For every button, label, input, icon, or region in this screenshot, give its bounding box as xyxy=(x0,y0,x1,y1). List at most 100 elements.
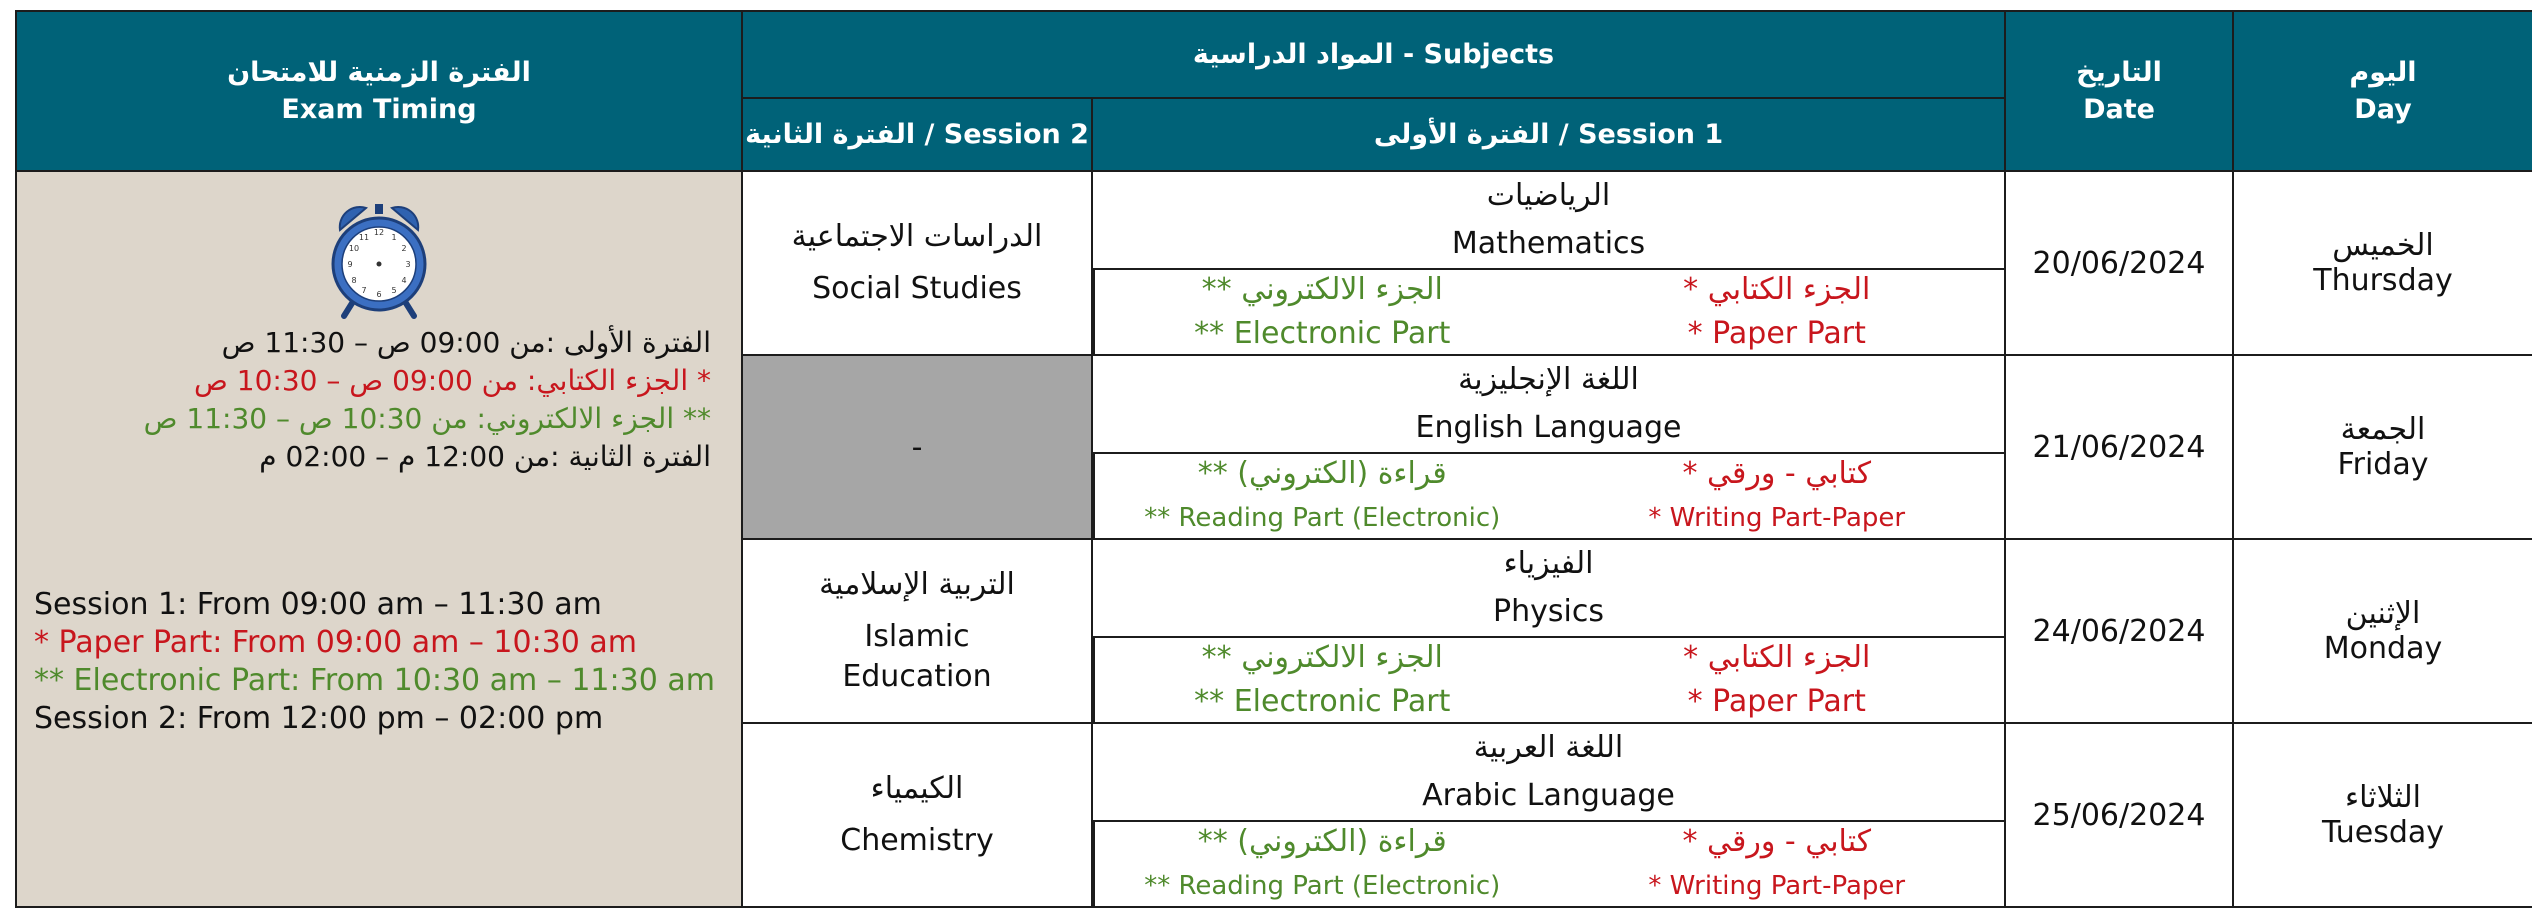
session1-subject-ar: الفيزياء xyxy=(1503,546,1594,581)
session1-subject-ar: اللغة الإنجليزية xyxy=(1458,362,1639,397)
svg-text:5: 5 xyxy=(391,286,396,295)
session1-parts: ** الجزء الالكتروني ** Electronic Part *… xyxy=(1093,268,2004,354)
timing-ar-session2: الفترة الثانية :من 12:00 م – 02:00 م xyxy=(259,440,711,473)
timing-en-electronic: ** Electronic Part: From 10:30 am – 11:3… xyxy=(34,663,715,698)
timing-en-session1: Session 1: From 09:00 am – 11:30 am xyxy=(34,587,602,622)
timing-ar-paper: * الجزء الكتابي: من 09:00 ص – 10:30 ص xyxy=(194,364,711,397)
reading-part: ** قراءة (الكتروني) ** Reading Part (Ele… xyxy=(1093,454,1550,538)
svg-text:3: 3 xyxy=(405,260,410,269)
electronic-part: ** الجزء الالكتروني ** Electronic Part xyxy=(1093,638,1550,722)
session2-cell: الكيمياء Chemistry xyxy=(741,722,1093,908)
session1-cell: اللغة العربية Arabic Language ** قراءة (… xyxy=(1091,722,2006,908)
session1-cell: الفيزياء Physics ** الجزء الالكتروني ** … xyxy=(1091,538,2006,724)
day-en: Thursday xyxy=(2313,263,2453,298)
paper-part-en: * Paper Part xyxy=(1687,316,1866,351)
session2-subject-en: Islamic Education xyxy=(842,619,992,694)
writing-part: * كتابي - ورقي * Writing Part-Paper xyxy=(1550,454,2005,538)
session2-subject-en: Social Studies xyxy=(812,271,1022,306)
day-ar: الخميس xyxy=(2332,228,2434,263)
header-subjects: المواد الدراسية - Subjects xyxy=(741,10,2006,99)
session1-subject-en: Physics xyxy=(1493,594,1604,629)
header-exam-timing-ar: الفترة الزمنية للامتحان xyxy=(227,57,531,88)
day-cell: الثلاثاء Tuesday xyxy=(2232,722,2532,908)
paper-part-ar: * الجزء الكتابي xyxy=(1683,272,1871,307)
timing-english: Session 1: From 09:00 am – 11:30 am * Pa… xyxy=(17,586,741,738)
header-session-2: الفترة الثانية / Session 2 xyxy=(741,97,1093,172)
session1-subject-en: English Language xyxy=(1415,410,1682,445)
timing-en-paper: * Paper Part: From 09:00 am – 10:30 am xyxy=(34,625,638,660)
header-day: اليوم Day xyxy=(2232,10,2532,172)
svg-text:7: 7 xyxy=(361,286,366,295)
reading-part-en: ** Reading Part (Electronic) xyxy=(1144,871,1501,901)
electronic-part-en: ** Electronic Part xyxy=(1194,316,1451,351)
day-cell: الخميس Thursday xyxy=(2232,170,2532,356)
date-cell: 20/06/2024 xyxy=(2004,170,2234,356)
header-day-en: Day xyxy=(2354,94,2412,125)
paper-part: * الجزء الكتابي * Paper Part xyxy=(1550,270,2005,354)
svg-text:2: 2 xyxy=(401,244,406,253)
writing-part-ar: * كتابي - ورقي xyxy=(1682,456,1872,491)
writing-part-ar: * كتابي - ورقي xyxy=(1682,824,1872,859)
header-exam-timing-en: Exam Timing xyxy=(281,94,477,125)
writing-part-en: * Writing Part-Paper xyxy=(1648,503,1906,533)
session2-subject-ar: الكيمياء xyxy=(870,771,964,806)
paper-part-ar: * الجزء الكتابي xyxy=(1683,640,1871,675)
paper-part-en: * Paper Part xyxy=(1687,684,1866,719)
header-exam-timing: الفترة الزمنية للامتحان Exam Timing xyxy=(15,10,743,172)
writing-part-en: * Writing Part-Paper xyxy=(1648,871,1906,901)
session1-cell: الرياضيات Mathematics ** الجزء الالكترون… xyxy=(1091,170,2006,356)
date-cell: 21/06/2024 xyxy=(2004,354,2234,540)
date-cell: 25/06/2024 xyxy=(2004,722,2234,908)
session2-subject-ar: التربية الإسلامية xyxy=(819,567,1015,602)
session2-subject-en: Chemistry xyxy=(840,823,994,858)
svg-text:6: 6 xyxy=(376,290,381,299)
svg-text:1: 1 xyxy=(391,233,396,242)
electronic-part-en: ** Electronic Part xyxy=(1194,684,1451,719)
reading-part-en: ** Reading Part (Electronic) xyxy=(1144,503,1501,533)
svg-text:4: 4 xyxy=(401,276,406,285)
writing-part: * كتابي - ورقي * Writing Part-Paper xyxy=(1550,822,2005,906)
exam-schedule-table: الفترة الزمنية للامتحان Exam Timing المو… xyxy=(15,10,2532,908)
session2-cell: - xyxy=(741,354,1093,540)
header-day-ar: اليوم xyxy=(2349,57,2417,88)
session1-subject-ar: الرياضيات xyxy=(1486,178,1611,213)
date-cell: 24/06/2024 xyxy=(2004,538,2234,724)
session2-cell: التربية الإسلامية Islamic Education xyxy=(741,538,1093,724)
reading-part-ar: ** قراءة (الكتروني) xyxy=(1197,824,1447,859)
timing-ar-session1: الفترة الأولى :من 09:00 ص – 11:30 ص xyxy=(221,326,711,359)
session1-subject-ar: اللغة العربية xyxy=(1473,730,1624,765)
svg-text:9: 9 xyxy=(347,260,352,269)
svg-text:10: 10 xyxy=(349,244,359,253)
day-en: Monday xyxy=(2323,631,2443,666)
svg-text:8: 8 xyxy=(351,276,356,285)
svg-text:12: 12 xyxy=(374,228,384,237)
paper-part: * الجزء الكتابي * Paper Part xyxy=(1550,638,2005,722)
session1-subject-en: Mathematics xyxy=(1451,226,1646,261)
header-date: التاريخ Date xyxy=(2004,10,2234,172)
session1-parts: ** قراءة (الكتروني) ** Reading Part (Ele… xyxy=(1093,820,2004,906)
timing-en-session2: Session 2: From 12:00 pm – 02:00 pm xyxy=(34,701,604,736)
electronic-part-ar: ** الجزء الالكتروني xyxy=(1201,640,1443,675)
electronic-part-ar: ** الجزء الالكتروني xyxy=(1201,272,1443,307)
day-ar: الإثنين xyxy=(2345,596,2421,631)
session1-subject-en: Arabic Language xyxy=(1422,778,1675,813)
session1-parts: ** قراءة (الكتروني) ** Reading Part (Ele… xyxy=(1093,452,2004,538)
session2-cell: الدراسات الاجتماعية Social Studies xyxy=(741,170,1093,356)
day-en: Friday xyxy=(2337,447,2429,482)
timing-arabic: الفترة الأولى :من 09:00 ص – 11:30 ص * ال… xyxy=(17,324,741,476)
header-session-1: الفترة الأولى / Session 1 xyxy=(1091,97,2006,172)
reading-part-ar: ** قراءة (الكتروني) xyxy=(1197,456,1447,491)
header-date-en: Date xyxy=(2083,94,2155,125)
session1-cell: اللغة الإنجليزية English Language ** قرا… xyxy=(1091,354,2006,540)
electronic-part: ** الجزء الالكتروني ** Electronic Part xyxy=(1093,270,1550,354)
header-date-ar: التاريخ xyxy=(2076,57,2162,88)
session2-subject-ar: الدراسات الاجتماعية xyxy=(791,219,1043,254)
reading-part: ** قراءة (الكتروني) ** Reading Part (Ele… xyxy=(1093,822,1550,906)
session1-parts: ** الجزء الالكتروني ** Electronic Part *… xyxy=(1093,636,2004,722)
day-cell: الجمعة Friday xyxy=(2232,354,2532,540)
svg-text:11: 11 xyxy=(359,233,369,242)
day-en: Tuesday xyxy=(2321,815,2445,850)
timing-ar-electronic: ** الجزء الالكتروني: من 10:30 ص – 11:30 … xyxy=(143,402,711,435)
